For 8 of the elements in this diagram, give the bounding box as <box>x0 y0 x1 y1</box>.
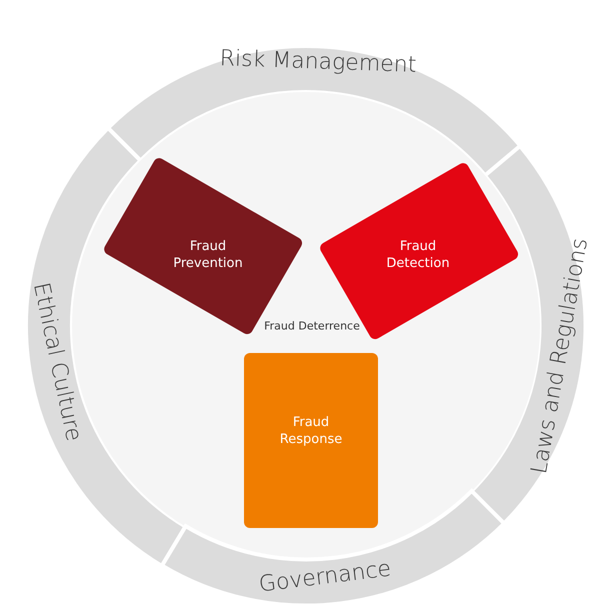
segment-label: Governance <box>258 556 392 598</box>
card-label: Fraud Detection <box>385 239 451 273</box>
segment-label: Risk Management <box>219 46 417 78</box>
card-label: Fraud Prevention <box>172 239 244 273</box>
center-label: Fraud Deterrence <box>264 320 360 332</box>
segment-label: Ethical Culture <box>28 280 86 444</box>
card-label: Fraud Response <box>278 415 344 449</box>
segment-label: Laws and Regulations <box>526 236 594 476</box>
